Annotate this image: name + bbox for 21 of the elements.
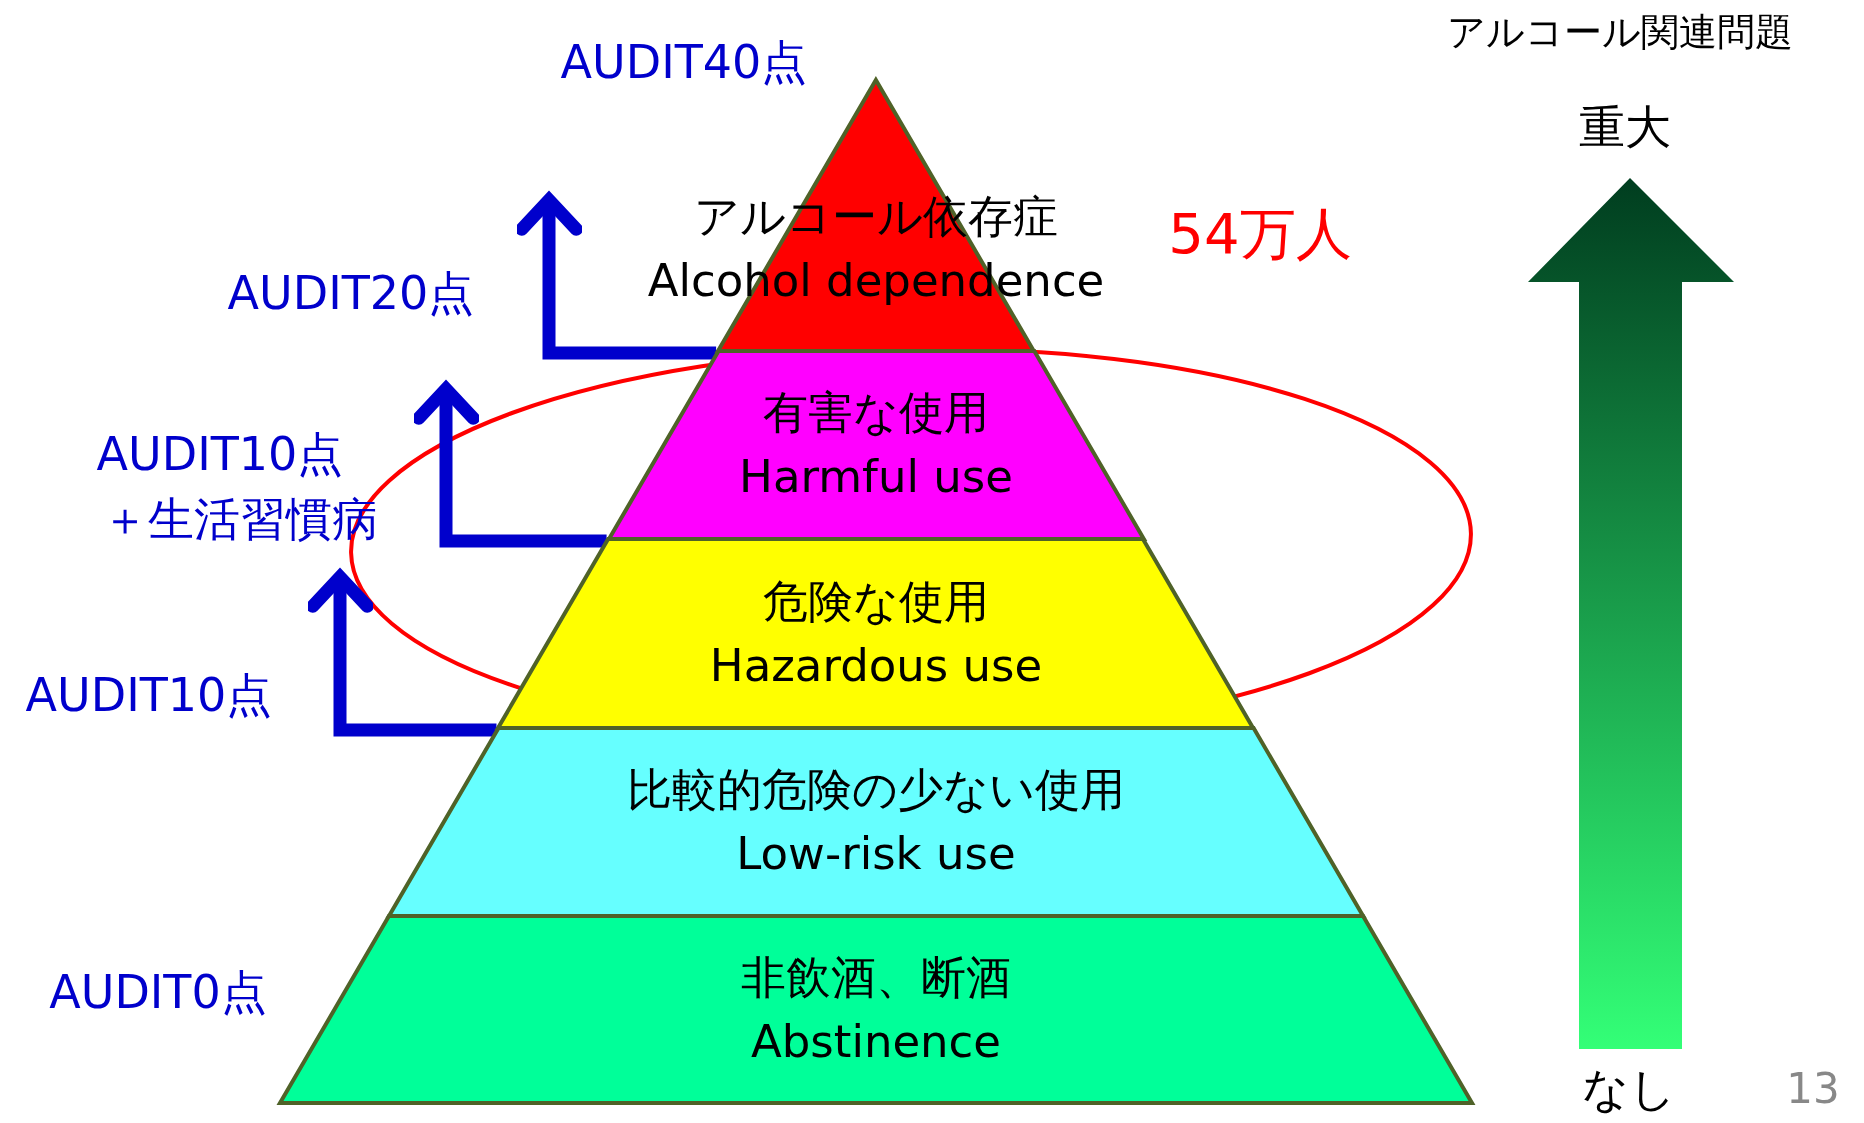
score-label: AUDIT10点	[25, 667, 273, 724]
score-label: AUDIT10点	[96, 426, 344, 483]
band-label: 危険な使用	[763, 573, 989, 630]
band-label: Harmful use	[739, 449, 1013, 505]
band-label: Hazardous use	[709, 637, 1043, 694]
scale-label: 重大	[1579, 99, 1671, 156]
scale-label: なし	[1582, 1061, 1676, 1118]
count-label: 54万人	[1168, 200, 1352, 268]
band-label: 比較的危険の少ない使用	[627, 762, 1125, 818]
band-label: 非飲酒、断酒	[741, 949, 1011, 1006]
band-label: 有害な使用	[763, 385, 989, 441]
score-label: AUDIT0点	[49, 964, 267, 1021]
threshold-arrow	[515, 193, 717, 360]
page-number: 13	[1786, 1063, 1840, 1113]
threshold-arrow	[412, 382, 607, 548]
band-label: Low-risk use	[736, 826, 1016, 882]
score-label: AUDIT20点	[227, 265, 475, 322]
category-heading: アルコール関連問題	[1447, 8, 1793, 56]
band-label: Abstinence	[750, 1013, 1002, 1070]
score-label: AUDIT40点	[560, 34, 808, 91]
threshold-arrow	[306, 570, 497, 737]
